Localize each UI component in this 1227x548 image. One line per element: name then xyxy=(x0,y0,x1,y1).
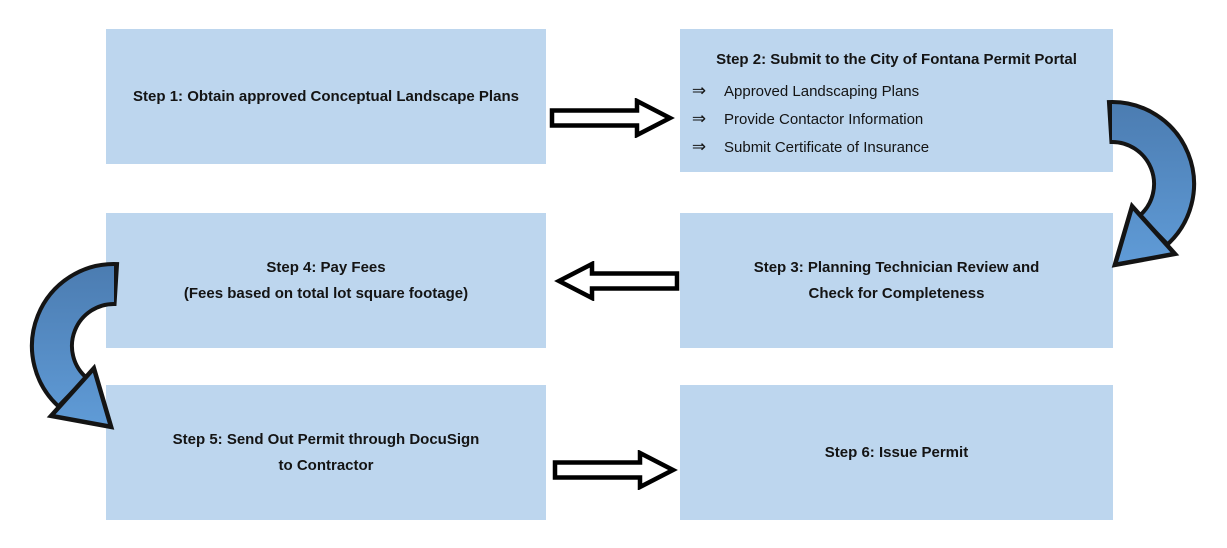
step-3-text-line-2: Check for Completeness xyxy=(808,284,985,302)
double-arrow-bullet-icon: ⇒ xyxy=(691,109,707,128)
step-4-box: Step 4: Pay Fees (Fees based on total lo… xyxy=(106,213,546,348)
step-4-text-line-2: (Fees based on total lot square footage) xyxy=(183,284,469,302)
step-6-text: Step 6: Issue Permit xyxy=(824,443,969,461)
step-5-text-line-2: to Contractor xyxy=(278,456,374,474)
step-2-bullet-2-text: Provide Contactor Information xyxy=(724,111,924,128)
step-2-bullet-list: ⇒ Approved Landscaping Plans ⇒ Provide C… xyxy=(680,77,1113,161)
step-6-box: Step 6: Issue Permit xyxy=(680,385,1113,520)
double-arrow-bullet-icon: ⇒ xyxy=(691,81,707,100)
arrow-step5-to-step6-icon xyxy=(552,450,678,490)
step-5-text-line-1: Step 5: Send Out Permit through DocuSign xyxy=(172,430,480,448)
step-2-box: Step 2: Submit to the City of Fontana Pe… xyxy=(680,29,1113,172)
arrow-step1-to-step2-icon xyxy=(549,98,675,138)
step-2-title: Step 2: Submit to the City of Fontana Pe… xyxy=(716,51,1077,68)
step-3-box: Step 3: Planning Technician Review and C… xyxy=(680,213,1113,348)
step-2-bullet-1-text: Approved Landscaping Plans xyxy=(724,83,920,100)
step-2-bullet-3-text: Submit Certificate of Insurance xyxy=(724,139,930,156)
step-5-box: Step 5: Send Out Permit through DocuSign… xyxy=(106,385,546,520)
step-4-text-line-1: Step 4: Pay Fees xyxy=(266,258,386,276)
step-1-box: Step 1: Obtain approved Conceptual Lands… xyxy=(106,29,546,164)
step-1-text: Step 1: Obtain approved Conceptual Lands… xyxy=(133,87,519,105)
step-2-bullet-3: ⇒ Submit Certificate of Insurance xyxy=(680,133,1113,161)
curved-arrow-step2-to-step3-icon xyxy=(1106,100,1197,268)
curved-arrow-step4-to-step5-icon xyxy=(29,262,120,430)
double-arrow-bullet-icon: ⇒ xyxy=(691,137,707,156)
arrow-step3-to-step4-icon xyxy=(554,261,680,301)
step-2-bullet-1: ⇒ Approved Landscaping Plans xyxy=(680,77,1113,105)
step-3-text-line-1: Step 3: Planning Technician Review and xyxy=(753,258,1040,276)
step-2-bullet-2: ⇒ Provide Contactor Information xyxy=(680,105,1113,133)
